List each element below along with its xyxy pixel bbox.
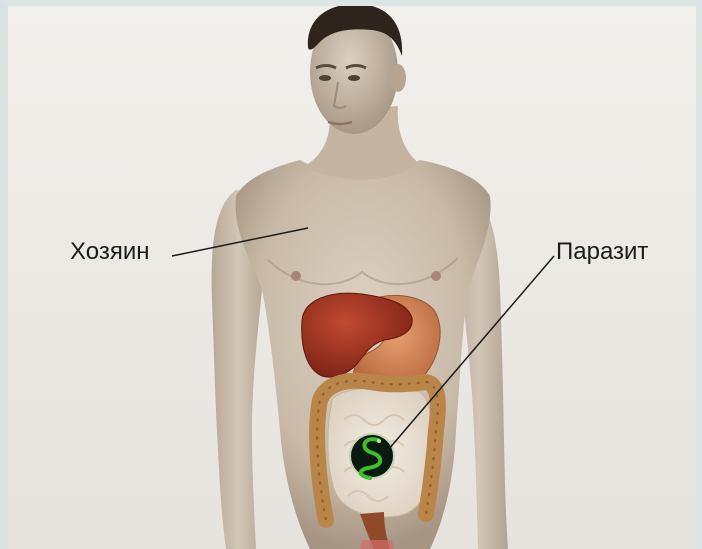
host-label: Хозяин (70, 238, 149, 266)
parasite-icon (350, 434, 394, 478)
rectum-highlight (360, 540, 394, 549)
parasite-label: Паразит (556, 238, 648, 266)
left-ear (390, 64, 406, 92)
left-nipple (291, 271, 301, 281)
right-eye (348, 75, 360, 81)
left-eye (319, 75, 331, 81)
right-nipple (431, 271, 441, 281)
